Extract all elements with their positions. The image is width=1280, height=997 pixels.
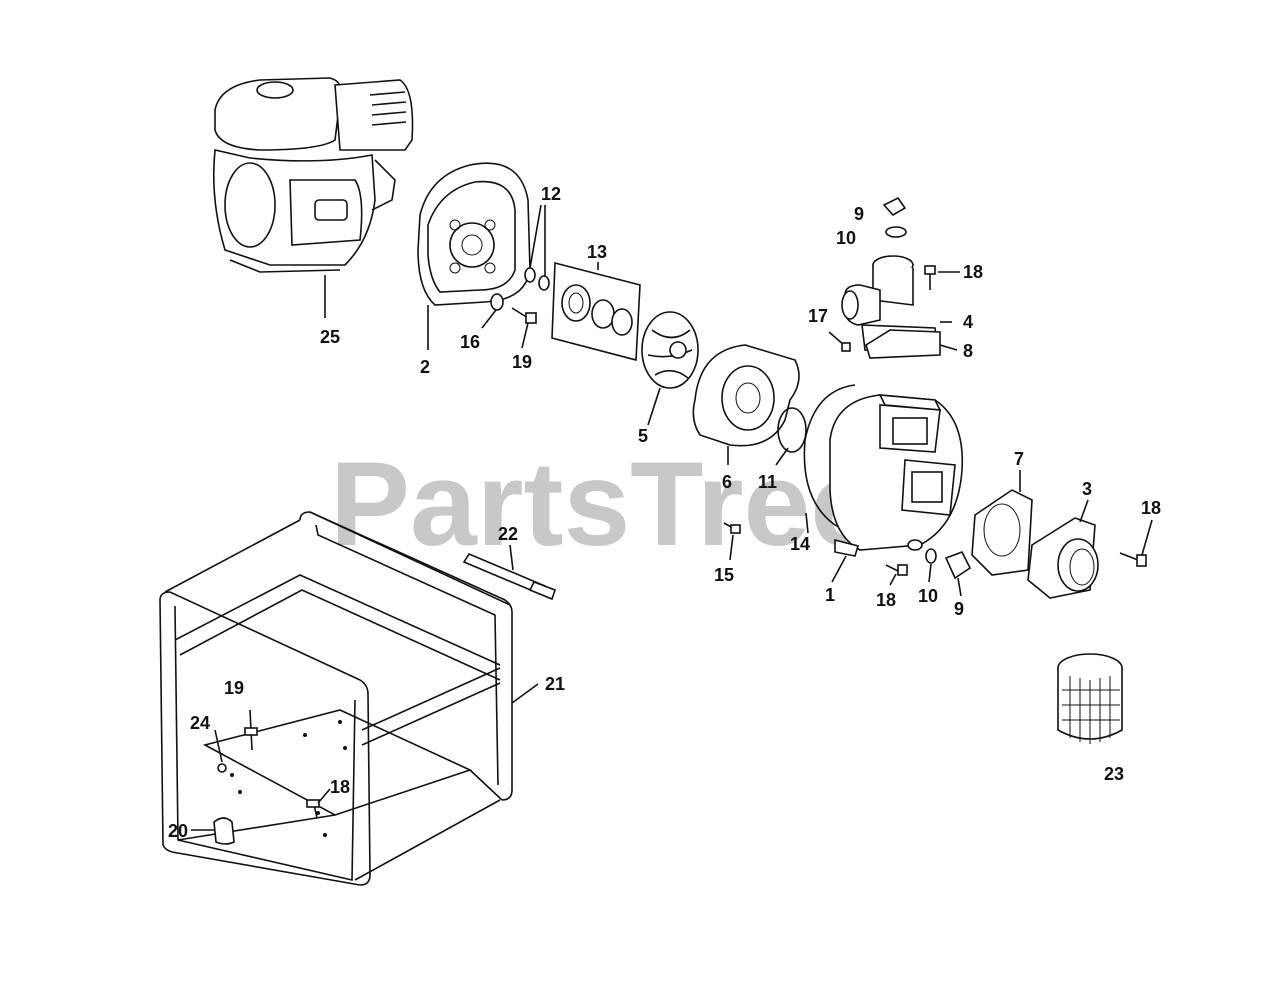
- callout-14: 14: [790, 534, 810, 554]
- callout-1: 1: [825, 585, 835, 605]
- bearing-bracket-part: [417, 162, 531, 306]
- callout-18d: 18: [330, 777, 350, 797]
- callout-8: 8: [963, 341, 973, 361]
- callout-21: 21: [545, 674, 565, 694]
- leader-lines: [191, 204, 1153, 831]
- pump-casing-part: [829, 394, 964, 557]
- mech-seal-rings-part: [524, 267, 550, 291]
- o-ring-part-11: [777, 407, 807, 453]
- foot-part-20: [213, 817, 235, 845]
- bolt-part-18-frame: [306, 799, 320, 819]
- bolt-part-17: [828, 331, 851, 352]
- callout-7: 7: [1014, 449, 1024, 469]
- nut-part-24: [217, 763, 227, 773]
- callout-19b: 19: [224, 678, 244, 698]
- callout-15: 15: [714, 565, 734, 585]
- callout-23: 23: [1104, 764, 1124, 784]
- watermark-text: PartsTree: [330, 437, 877, 571]
- flange-gasket-part: [971, 489, 1033, 576]
- callout-18c: 18: [1141, 498, 1161, 518]
- callout-19a: 19: [512, 352, 532, 372]
- callout-5: 5: [638, 426, 648, 446]
- strainer-part: [1057, 653, 1123, 744]
- rod-part: [462, 552, 557, 601]
- callout-10a: 10: [836, 228, 856, 248]
- callout-13: 13: [587, 242, 607, 262]
- washer-part-10-lower: [925, 548, 937, 564]
- bolt-part-15: [723, 522, 741, 534]
- engine-part: [212, 77, 414, 273]
- suction-flange-part: [1027, 517, 1099, 599]
- callout-4: 4: [963, 312, 973, 332]
- frame-part: [159, 511, 513, 886]
- volute-casing-part: [692, 344, 800, 447]
- callout-9a: 9: [854, 204, 864, 224]
- washer-part-10-upper: [885, 226, 907, 238]
- callout-10b: 10: [918, 586, 938, 606]
- bolt-part-18-lower: [885, 564, 908, 576]
- callout-16: 16: [460, 332, 480, 352]
- callout-17: 17: [808, 306, 828, 326]
- plug-part-9-upper: [882, 196, 907, 217]
- callout-18a: 18: [963, 262, 983, 282]
- callout-11: 11: [758, 472, 777, 492]
- callout-12: 12: [541, 184, 561, 204]
- callout-22: 22: [498, 524, 518, 544]
- callout-25: 25: [320, 327, 340, 347]
- bolt-part-19-lower: [244, 709, 258, 751]
- seal-kit-part: [551, 261, 641, 362]
- plug-part-9-lower: [944, 550, 972, 580]
- discharge-elbow-part: [841, 255, 941, 359]
- callout-18b: 18: [876, 590, 896, 610]
- callout-24: 24: [190, 713, 210, 733]
- callout-labels: 25 2 12 13 16 19 5 6 11 14 15 1 18 10 9 …: [168, 184, 1161, 841]
- impeller-part: [641, 311, 699, 389]
- callout-9b: 9: [954, 599, 964, 619]
- callout-20: 20: [168, 821, 188, 841]
- bolt-part-18-upper: [924, 265, 936, 290]
- callout-6: 6: [722, 472, 732, 492]
- bolt-part-19-upper: [511, 307, 537, 324]
- ring-part-16: [490, 293, 504, 311]
- bolt-part-18-right: [1119, 552, 1147, 567]
- callout-2: 2: [420, 357, 430, 377]
- callout-3: 3: [1082, 479, 1092, 499]
